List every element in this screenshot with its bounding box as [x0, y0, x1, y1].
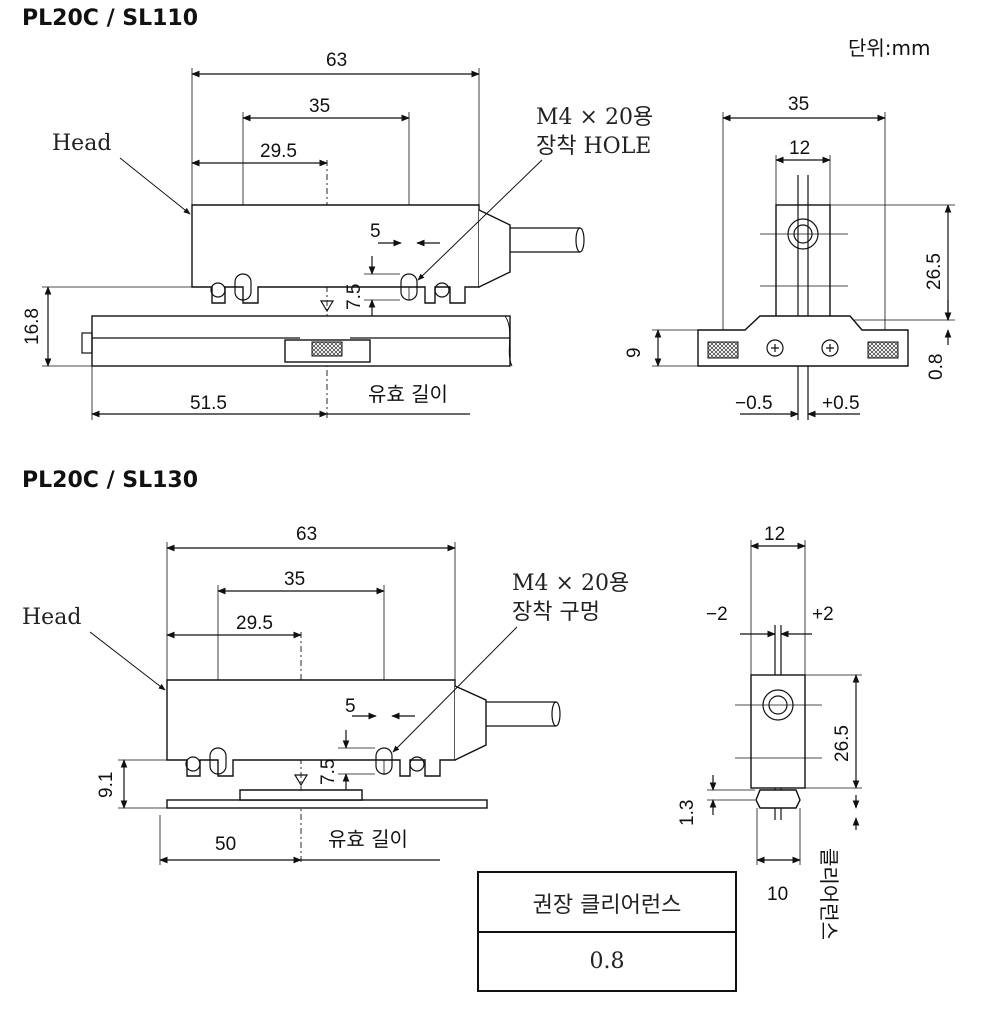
clearance-table-header: 권장 클리어런스: [533, 893, 682, 918]
dim-16-8: 16.8: [22, 308, 43, 345]
sl130-dim-35: 35: [284, 569, 305, 590]
effective-length-label: 유효 길이: [368, 382, 448, 406]
mount-slot-right: [400, 273, 418, 301]
sl130-head-label: Head: [22, 605, 81, 630]
unit-label: 단위:mm: [848, 36, 931, 60]
sl130-side-tape: [755, 789, 801, 809]
head-label: Head: [52, 131, 111, 156]
clearance-table-value: 0.8: [590, 949, 625, 974]
side-12: 12: [789, 138, 810, 159]
dim-5: 5: [370, 221, 381, 242]
side-26-5: 26.5: [924, 253, 945, 290]
sl130-dim-50: 50: [215, 834, 236, 855]
cable-gland: [478, 209, 511, 288]
side-0-8: 0.8: [926, 354, 947, 380]
side-35: 35: [788, 94, 809, 115]
sl130-side-minus-2: −2: [706, 604, 728, 625]
dim-51-5: 51.5: [190, 393, 227, 414]
scale-magnet-hatch: [311, 341, 343, 357]
side-head-body: [775, 204, 831, 321]
head-body: [191, 204, 480, 304]
sl130-dim-63: 63: [296, 524, 317, 545]
sl130-dim-9-1: 9.1: [96, 772, 117, 798]
sl130-mount-note-2: 장착 구멍: [512, 600, 600, 625]
sl130-side-26-5: 26.5: [832, 725, 853, 762]
sl130-effective-length-label: 유효 길이: [328, 827, 408, 851]
sl130-title: PL20C / SL130: [22, 468, 198, 493]
sl130-head-body: [166, 679, 456, 777]
side-plus-0-5: +0.5: [822, 393, 860, 414]
dim-29-5: 29.5: [260, 141, 297, 162]
sl130-side-10: 10: [767, 884, 788, 905]
sl130-dim-29-5: 29.5: [236, 613, 273, 634]
dim-63: 63: [326, 50, 347, 71]
dim-35: 35: [309, 96, 330, 117]
clearance-vertical-label: 클리어런스: [817, 848, 841, 940]
sl130-mount-note-1: M4 × 20용: [512, 571, 629, 596]
mount-slot-left: [234, 273, 252, 301]
side-scale-body: [697, 315, 909, 367]
sl130-side-1-3: 1.3: [677, 800, 698, 826]
dim-7-5: 7.5: [344, 284, 365, 310]
sl130-dim-7-5: 7.5: [318, 759, 339, 785]
side-minus-0-5: −0.5: [735, 393, 773, 414]
sl130-side-plus-2: +2: [812, 604, 834, 625]
mount-note-2: 장착 HOLE: [536, 134, 651, 159]
sl130-dim-5: 5: [345, 696, 356, 717]
mount-note-1: M4 × 20용: [536, 105, 653, 130]
sl130-scale-tape: [166, 799, 488, 809]
side-9: 9: [624, 347, 645, 358]
sl130-side-12: 12: [764, 524, 785, 545]
sl110-title: PL20C / SL110: [22, 6, 198, 31]
sl130-side-head-body: [750, 674, 806, 789]
